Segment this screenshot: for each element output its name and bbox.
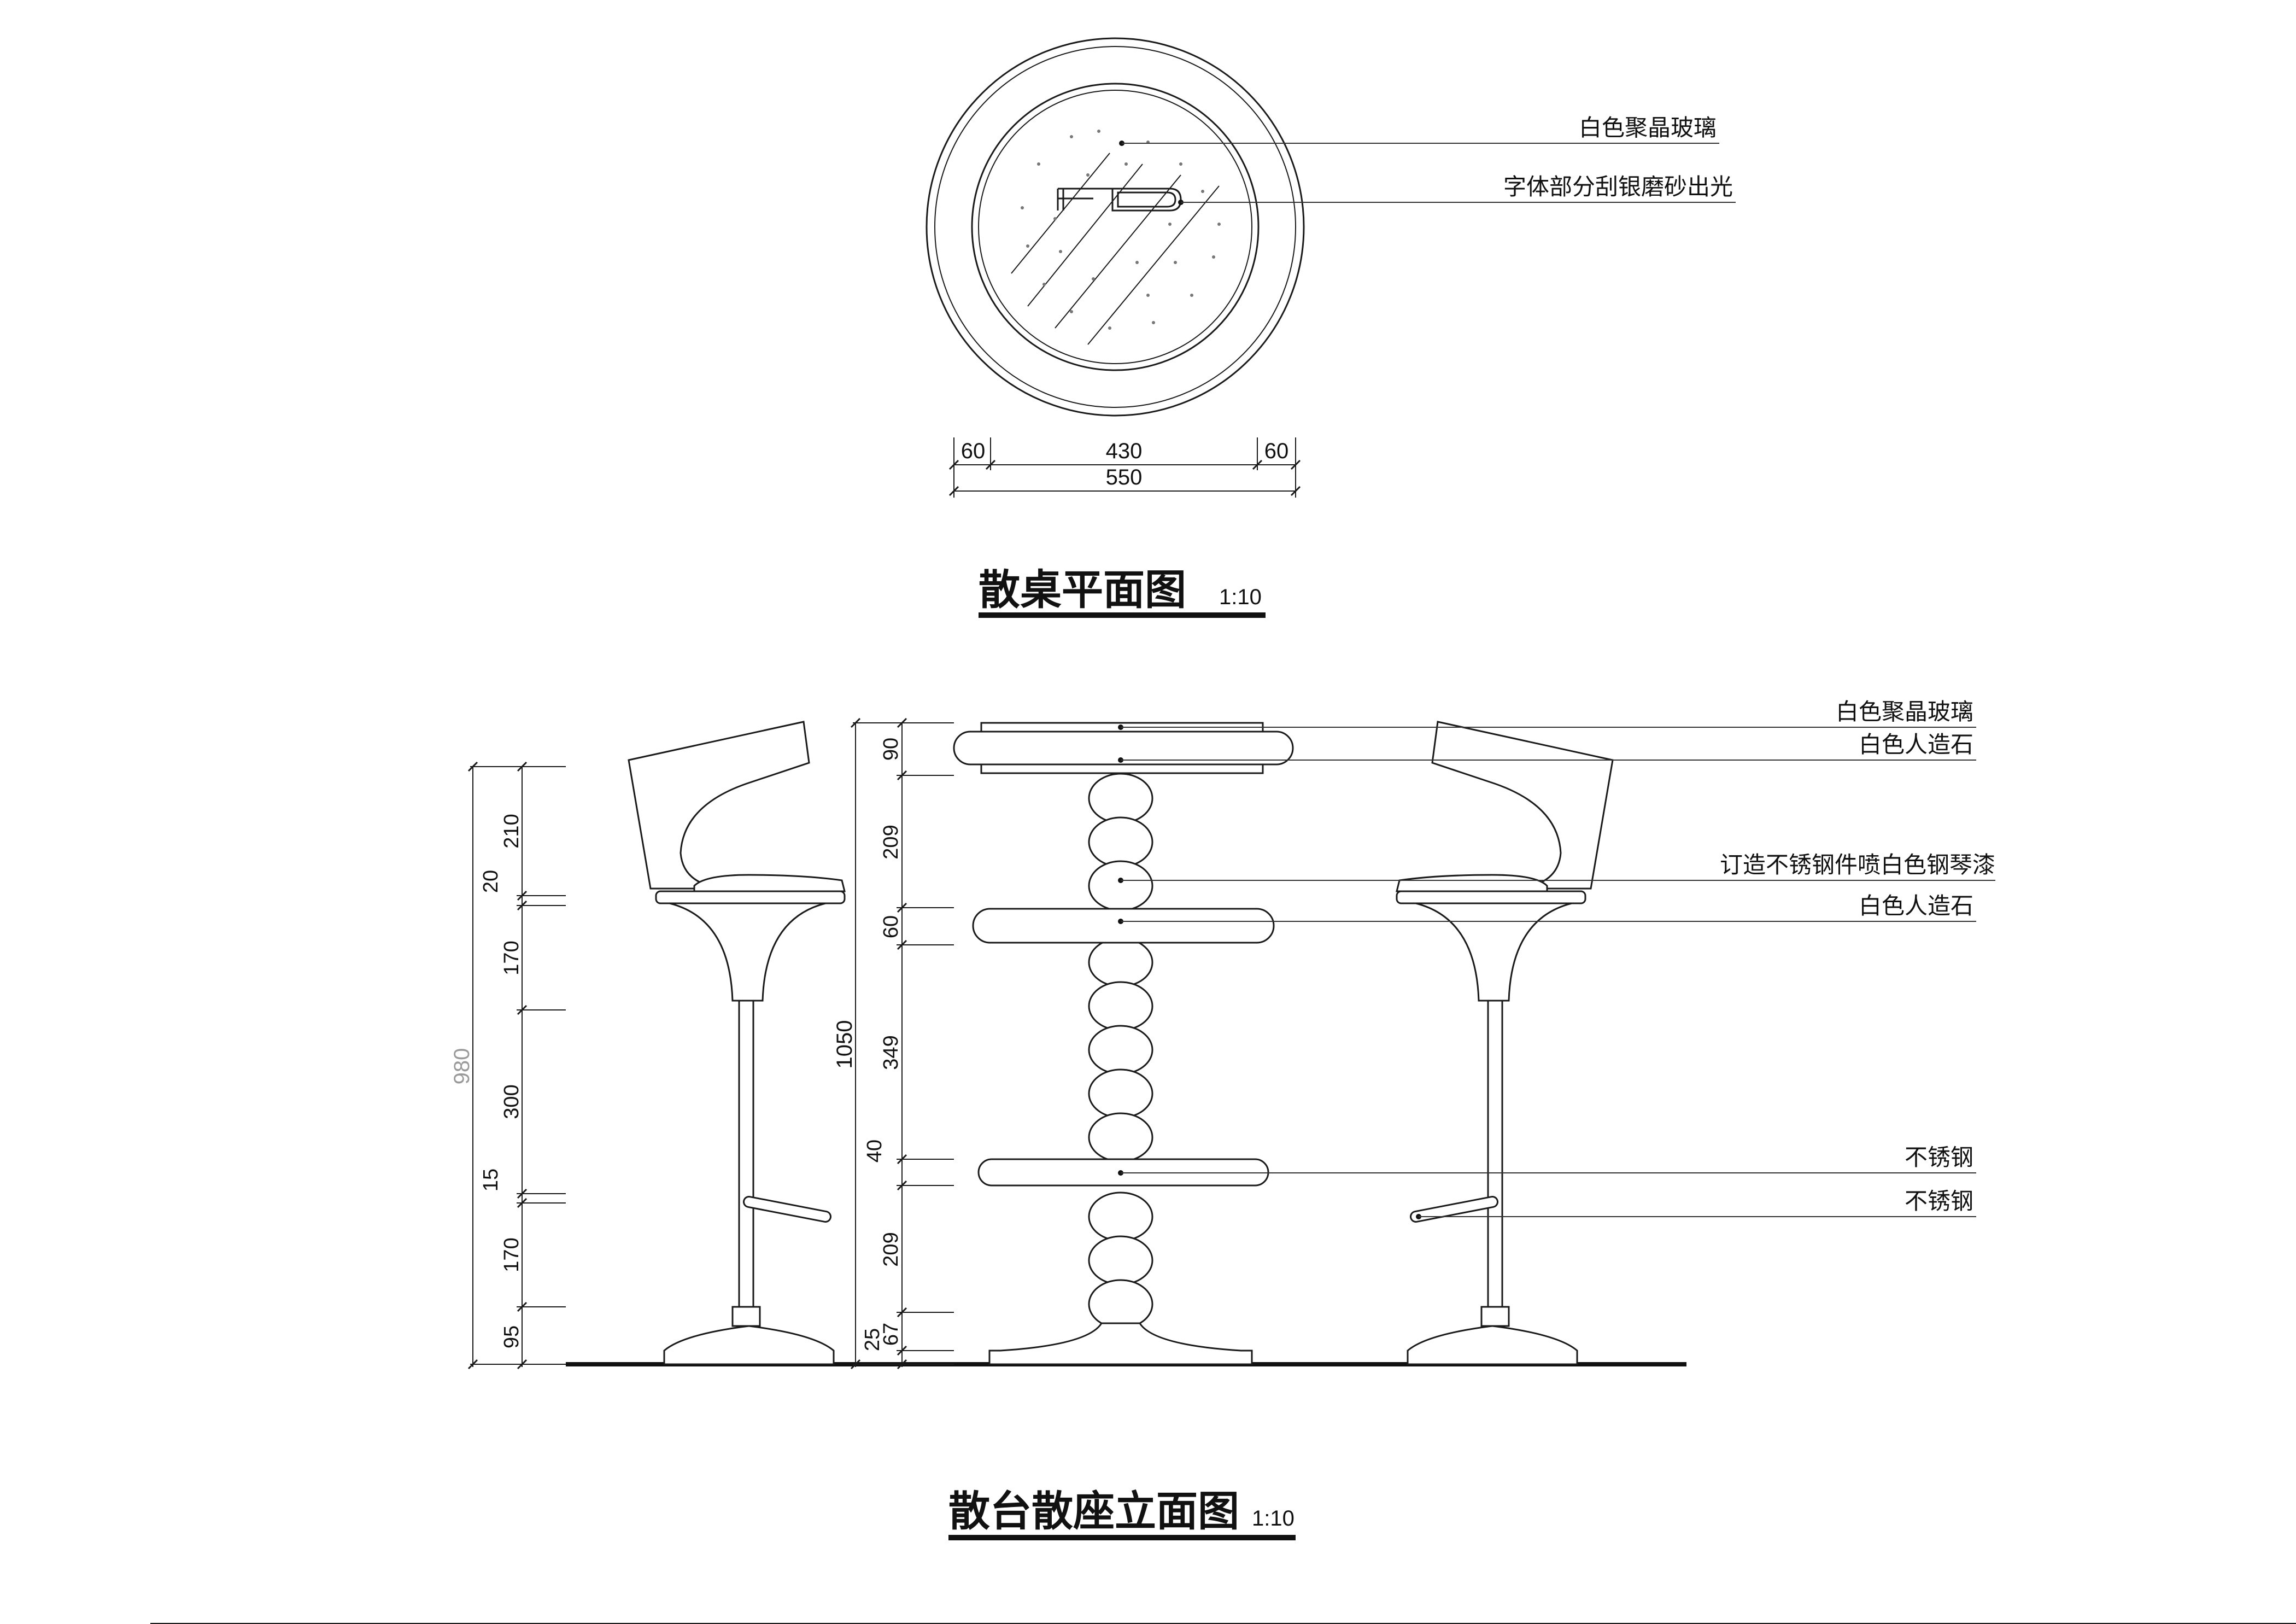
table-dim-base-collar: 25 — [861, 1328, 884, 1351]
plan-outer-circle — [926, 37, 1305, 417]
stool-cushion — [1396, 874, 1548, 892]
table-top-lip — [980, 763, 1264, 774]
table-dim-middle-ring: 60 — [880, 915, 903, 938]
stool-seat-base — [1415, 902, 1572, 1002]
elev-label-steel-paint: 订造不锈钢件喷白色钢琴漆 — [1720, 851, 1995, 878]
stool-backrest — [1431, 721, 1614, 890]
plan-label-glass: 白色聚晶玻璃 — [1579, 114, 1717, 141]
stool-seat — [1396, 890, 1586, 904]
plan-glass-circle-inner — [978, 90, 1252, 364]
elevation-scale: 1:10 — [1252, 1506, 1295, 1530]
bar-table — [953, 722, 1294, 1365]
chair-dim-footrest: 15 — [479, 1169, 502, 1191]
plan-title: 散桌平面图 — [979, 565, 1186, 614]
elev-label-stone-top: 白色人造石 — [1859, 731, 1973, 758]
right-bar-stool — [1396, 721, 1614, 1365]
table-dim-lower-beads: 209 — [880, 1232, 903, 1266]
stool-backrest — [628, 721, 810, 890]
table-base — [988, 1322, 1253, 1365]
plan-dim-center: 430 — [1106, 439, 1143, 463]
stool-base — [1407, 1325, 1578, 1365]
table-middle-ring — [972, 908, 1275, 944]
elevation-leaders — [1118, 725, 1995, 1219]
table-dim-lower-ring: 40 — [863, 1140, 886, 1162]
chair-dim-total: 980 — [450, 1048, 474, 1085]
glass-hatch — [1011, 153, 1220, 345]
plan-glass-circle — [971, 83, 1260, 371]
glass-stipple — [1021, 130, 1221, 330]
table-dim-upper-beads: 209 — [880, 825, 903, 859]
plan-dim-total: 550 — [1106, 465, 1143, 489]
elev-label-stone-ring: 白色人造石 — [1859, 892, 1973, 919]
stool-column — [738, 1000, 754, 1308]
chair-dim-lower-column: 170 — [500, 1237, 523, 1272]
table-dimension-lines — [850, 717, 954, 1370]
fd-logo-icon — [1057, 188, 1182, 212]
table-dim-middle-beads: 349 — [880, 1035, 903, 1070]
plan-dimension-lines — [948, 437, 1301, 498]
stool-column-collar — [731, 1306, 761, 1327]
chair-dim-back: 210 — [500, 814, 523, 848]
table-bead-column — [1088, 773, 1153, 1329]
plan-scale: 1:10 — [1219, 585, 1262, 609]
plan-outer-circle-inner — [934, 46, 1296, 408]
elevation-title: 散台散座立面图 — [948, 1487, 1239, 1535]
elev-label-steel-footrest: 不锈钢 — [1905, 1188, 1973, 1214]
chair-dimension-lines — [467, 761, 566, 1370]
stool-seat — [655, 890, 846, 904]
left-bar-stool — [628, 721, 846, 1365]
stool-seat-base — [669, 902, 826, 1002]
table-dim-base: 67 — [880, 1323, 903, 1346]
chair-dim-base: 95 — [500, 1325, 523, 1348]
plan-dim-left: 60 — [961, 439, 986, 463]
elevation-view: 白色聚晶玻璃 白色人造石 订造不锈钢件喷白色钢琴漆 白色人造石 不锈钢 不锈钢 — [450, 698, 1995, 1540]
stool-cushion — [693, 874, 846, 892]
chair-dim-seat-base: 170 — [500, 940, 523, 975]
table-dim-top: 90 — [880, 738, 903, 761]
table-plan-view: 白色聚晶玻璃 字体部分刮银磨砂出光 60 430 60 550 散桌平面图 1:… — [926, 37, 1736, 618]
stool-base — [663, 1325, 835, 1365]
elev-label-steel-ring: 不锈钢 — [1905, 1144, 1973, 1171]
plan-dim-right: 60 — [1264, 439, 1289, 463]
table-top-stone — [953, 731, 1294, 766]
plan-label-etching: 字体部分刮银磨砂出光 — [1503, 173, 1733, 200]
elev-label-glass: 白色聚晶玻璃 — [1836, 698, 1973, 725]
chair-dim-seat: 20 — [479, 870, 502, 893]
stool-column — [1487, 1000, 1503, 1308]
table-dim-total: 1050 — [833, 1020, 857, 1069]
stool-column-collar — [1480, 1306, 1510, 1327]
chair-dim-column: 300 — [500, 1084, 523, 1119]
